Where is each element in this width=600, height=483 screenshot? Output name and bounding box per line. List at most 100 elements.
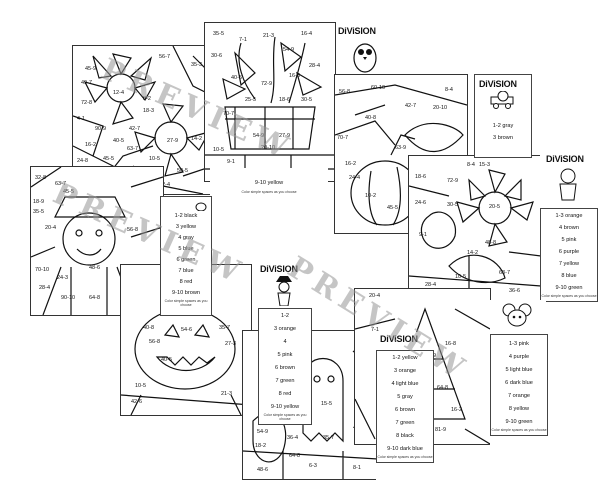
problem-label: 40-8 [143,325,155,331]
problem-label: 30-5 [447,202,459,208]
problem-label: 16-2 [85,142,97,148]
problem-label: 10-5 [135,383,147,389]
problem-label: 28-4 [309,63,321,69]
problem-label: 21-3 [221,391,233,397]
problem-label: 45-5 [387,205,399,211]
problem-label: 20-5 [489,204,501,210]
problem-label: 32-4 [159,182,171,188]
key-row: 5 gray [397,394,413,400]
problem-label: 60-10 [371,85,386,91]
key-row: 1-3 orange [555,213,583,219]
color-key-mouse: 1-3 pink 4 purple 5 light blue 6 dark bl… [490,300,548,448]
sunflower-numbers: 15-3 18-6 72-9 8-4 24-6 30-5 20-5 9-1 14… [409,156,541,301]
pumpkin-icon [195,202,207,211]
problem-label: 16-8 [445,341,457,347]
problem-label: 8-1 [353,465,361,471]
problem-label: 30-5 [301,97,313,103]
problem-label: 28-4 [39,285,51,291]
problem-label: 21-3 [263,33,275,39]
key-row: 4 gray [178,235,194,241]
key-row: 1-2 black [174,213,198,219]
problem-label: 54-9 [253,133,265,139]
color-key-ghost: DiViSION 1-2 yellow 3 orange 4 light blu… [376,332,434,480]
problem-label: 45-5 [63,189,75,195]
problem-label: 16-2 [345,161,357,167]
problem-label: 35-7 [219,325,231,331]
problem-label: 9-1 [419,232,427,238]
key-row: 9-10 yellow [254,180,284,186]
problem-label: 18-3 [143,108,155,114]
problem-label: 30-6 [211,53,223,59]
problem-label: 42-6 [131,399,143,405]
key-row: 8 yellow [508,406,530,412]
problem-label: 16-8 [289,73,301,79]
mouse-icon [502,303,532,327]
key-row: 5 pink [561,237,577,243]
problem-label: 45-5 [103,156,115,162]
problem-label: 72-9 [447,178,459,184]
key-footnote: Color simple spaces as you choose [263,413,307,421]
title-division-owl: DiViSION [338,26,376,36]
key-row: 6 purple [558,249,580,255]
scarecrow-icon [276,276,292,306]
problem-label: 18-6 [415,174,427,180]
problem-label: 90-9 [95,126,107,132]
problem-label: 7-1 [239,37,247,43]
problem-label: 42-7 [405,103,417,109]
key-row: 3 yellow [175,224,197,230]
color-key-scarecrow: 1-2 black 3 yellow 4 gray 5 blue 6 green… [160,196,212,316]
problem-label: 54-6 [181,327,193,333]
key-title: DiViSION [380,334,418,344]
key-row: 7 green [395,420,415,426]
problem-label: 63-7 [55,181,67,187]
scarecrow-numbers: 32-8 45-5 63-7 18-9 35-5 20-4 56-8 70-10… [31,167,163,315]
problem-label: 14-2 [191,136,203,142]
problem-label: 45-9 [85,66,97,72]
key-row: 5 pink [277,352,293,358]
problem-label: 28-4 [425,282,437,288]
key-row: 4 [283,339,287,345]
key-row: 9-10 green [555,285,583,291]
key-title: DiViSION [260,264,298,274]
problem-label: 4-1 [77,116,85,122]
problem-label: 15-5 [321,401,333,407]
coloring-sheet-planter: 35-5 7-1 21-3 16-4 30-6 54-9 40-5 72-9 1… [204,22,336,182]
key-row: 8 red [278,391,292,397]
problem-label: 48-6 [257,467,269,473]
key-row: 9-10 brown [172,290,200,296]
problem-label: 24-6 [415,200,427,206]
key-row: 5 blue [178,246,194,252]
problem-label: 72-8 [81,100,93,106]
key-footnote: Color simple spaces as you choose [164,299,208,307]
jackolantern-numbers: 56-8 40-8 35-7 40-5 54-6 27-3 10-5 42-6 … [121,265,251,415]
wagon-icon [490,91,514,109]
problem-label: 90-10 [61,295,76,301]
problem-label: 63-7 [127,146,139,152]
problem-label: 63-7 [499,270,511,276]
problem-label: 35-3 [191,62,203,68]
problem-label: 64-8 [289,453,301,459]
key-row: 6 green [176,257,196,263]
key-row: 8 black [396,433,414,439]
coloring-sheet-sunflower: 15-3 18-6 72-9 8-4 24-6 30-5 20-5 9-1 14… [408,155,542,302]
key-footnote: Color simple spaces as you choose [241,190,297,194]
key-row: 3 brown [493,135,513,141]
key-footnote: Color simple spaces as you choose [541,294,597,298]
problem-label: 10-5 [149,156,161,162]
problem-label: 36-4 [287,435,299,441]
problem-label: 64-8 [437,385,449,391]
key-row: 9-10 dark blue [387,446,423,452]
key-footnote: Color simple spaces as you choose [491,428,547,432]
problem-label: 40-5 [113,138,125,144]
pumpkin-numbers: 56-8 60-10 42-7 20-10 8-4 40-8 70-7 16-2… [335,75,467,233]
problem-label: 18-9 [33,199,45,205]
problem-label: 35-5 [33,209,45,215]
problem-label: 24-3 [57,275,69,281]
problem-label: 14-2 [467,250,479,256]
key-row: 6 dark blue [505,380,533,386]
problem-label: 70-7 [337,135,349,141]
problem-label: 64-8 [89,295,101,301]
problem-label: 56-7 [159,54,171,60]
problem-label: 54-9 [283,47,295,53]
key-row: 7 blue [178,268,194,274]
